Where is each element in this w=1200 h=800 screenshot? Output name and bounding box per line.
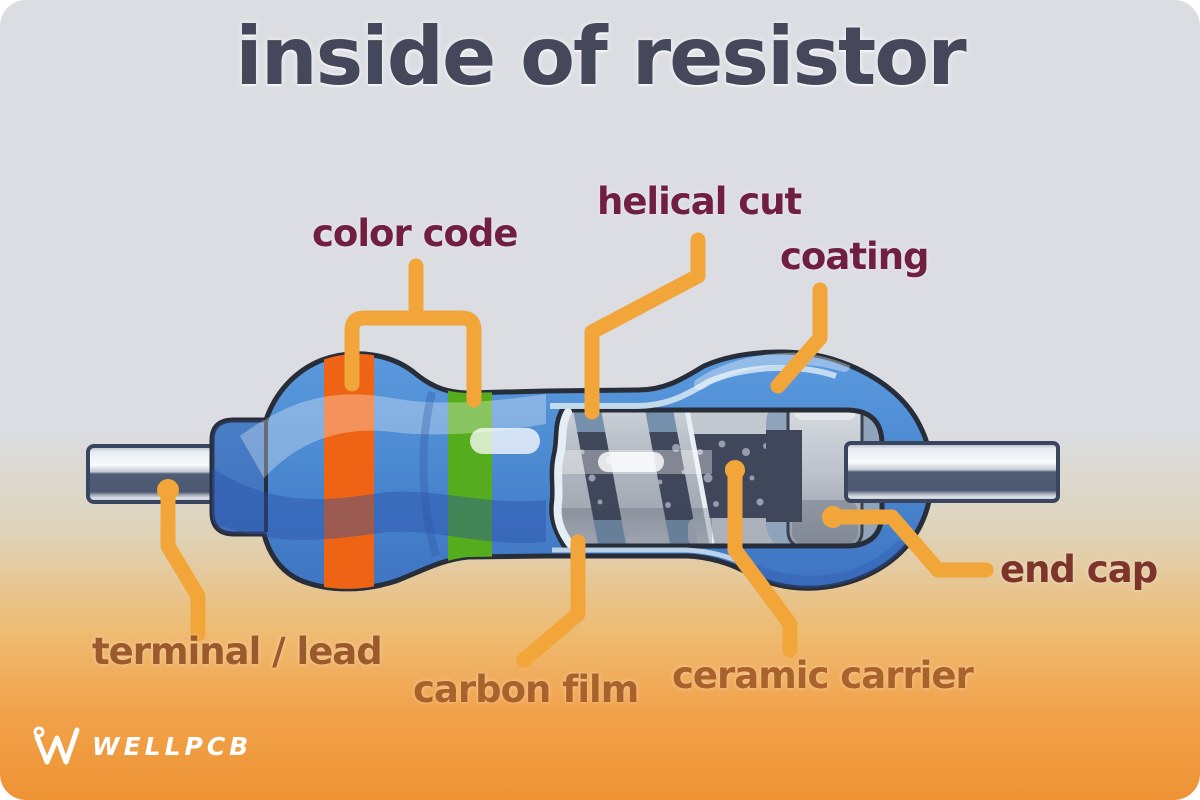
body-shadow-wave [212,468,546,544]
body-gloss-swoosh [240,394,546,478]
leader-dot-end-cap [822,506,844,528]
leader-color-code-bracket [344,310,482,408]
bulb-bottom-shadow [749,541,907,589]
label-terminal-lead: terminal / lead [92,630,383,673]
leader-dot-ceramic [725,460,745,480]
page-title: inside of resistor [235,10,966,103]
band-orange [324,352,374,589]
leader-end-cap [825,509,994,578]
leader-helical-cut [584,232,706,420]
body-gloss-pill [470,428,540,454]
neck-shade [212,420,266,534]
logo-brand-text: WELLPCB [92,731,253,761]
leader-lines [160,232,994,668]
label-ceramic-carrier: ceramic carrier [672,654,974,697]
leader-terminal-lead [160,482,206,642]
label-carbon-film: carbon film [413,668,639,711]
label-end-cap: end cap [1000,548,1158,591]
ceramic-into-cap [766,430,802,522]
leader-coating [770,282,828,394]
body-crease [419,391,440,558]
cut-edge-highlight [553,408,574,548]
label-color-code: color code [312,212,519,255]
right-terminal-lead [844,441,1060,503]
bulb-top-highlight [694,352,850,390]
label-coating: coating [780,235,930,278]
leader-carbon-film [516,534,586,668]
carbon-film-segments [552,403,715,545]
wellpcb-logo: WELLPCB [30,724,252,768]
resistor-interior [546,392,886,554]
label-helical-cut: helical cut [597,180,802,223]
leader-ceramic-carrier [727,462,798,658]
wellpcb-w-icon [33,726,80,765]
leader-dot-terminal [157,479,179,501]
